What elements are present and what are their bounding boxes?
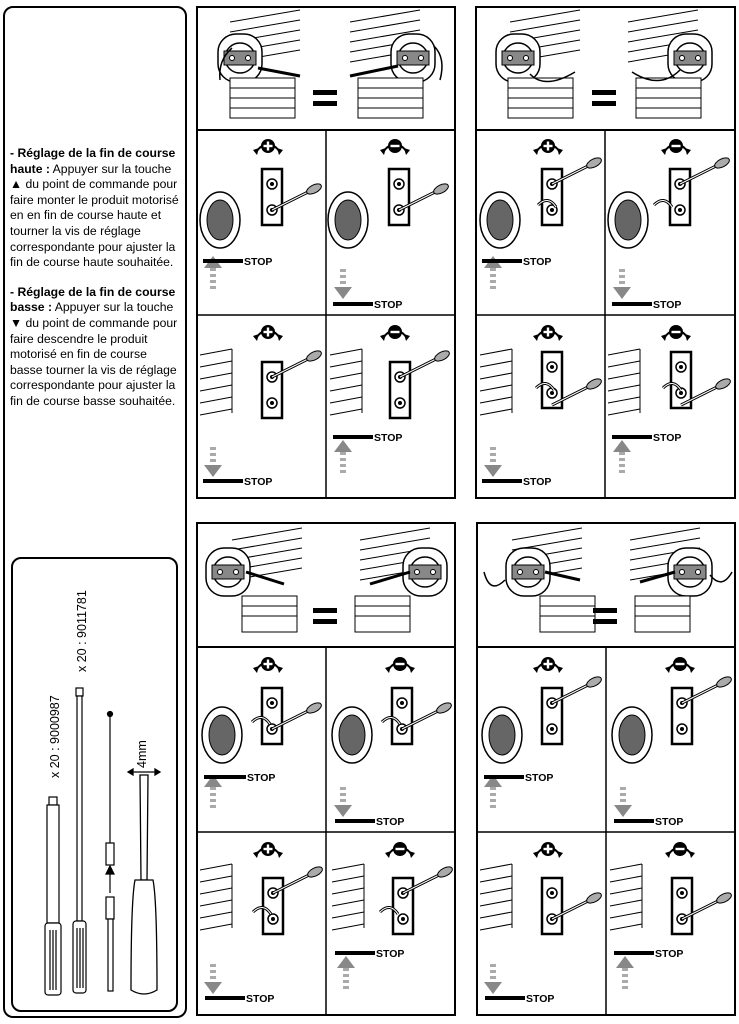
arrow-up-icon <box>613 440 631 473</box>
plus-rotate-icon <box>252 324 284 342</box>
stop-label: STOP <box>376 816 404 828</box>
arrow-down-icon <box>484 447 502 477</box>
stop-label: STOP <box>376 948 404 960</box>
upper-limit-title: - Réglage de la fin de course haute : <box>10 146 176 176</box>
plus-rotate-icon <box>532 656 564 674</box>
plus-rotate-icon <box>532 138 564 156</box>
panel-1 <box>196 6 456 499</box>
stop-labels: STOP STOP STOP STOP STOP STOP STOP STOP … <box>244 256 683 1005</box>
instructions: - Réglage de la fin de course haute : Ap… <box>10 146 182 424</box>
arrow-down-icon <box>614 787 632 817</box>
stop-label: STOP <box>653 432 681 444</box>
stop-label: STOP <box>655 948 683 960</box>
stop-label: STOP <box>374 432 402 444</box>
motor-head-icon <box>505 547 551 597</box>
arrow-up-icon <box>334 440 352 473</box>
minus-rotate-icon <box>379 138 411 156</box>
arrow-down-icon <box>204 964 222 994</box>
plus-rotate-icon <box>252 138 284 156</box>
screwdriver-icon <box>126 767 162 995</box>
stop-label: STOP <box>523 476 551 488</box>
plus-rotate-icon <box>252 656 284 674</box>
lower-limit-text-1: Appuyer sur la touche <box>52 300 174 315</box>
minus-rotate-icon <box>660 138 692 156</box>
lower-limit-instruction: - Réglage de la fin de course basse : Ap… <box>10 285 182 410</box>
stop-label: STOP <box>247 772 275 784</box>
motor-head-icon <box>205 547 251 597</box>
plus-rotate-icon <box>532 324 564 342</box>
panel-4 <box>476 522 736 1016</box>
screwdriver-icon <box>44 796 62 996</box>
arrow-down-icon <box>484 964 502 994</box>
upper-limit-text-1: Appuyer sur la touche <box>49 161 172 176</box>
stop-label: STOP <box>244 256 272 268</box>
arrow-up-icon <box>616 956 634 989</box>
up-triangle-symbol: ▲ <box>10 177 23 192</box>
down-triangle-symbol: ▼ <box>10 315 23 330</box>
minus-rotate-icon <box>660 324 692 342</box>
minus-rotate-icon <box>664 841 696 859</box>
stop-label: STOP <box>653 299 681 311</box>
arrow-up-icon <box>204 775 222 808</box>
stop-label: STOP <box>655 816 683 828</box>
screwdriver-icon <box>72 687 87 994</box>
stop-label: STOP <box>374 299 402 311</box>
lower-limit-title: - Réglage de la fin de course basse : <box>10 284 176 315</box>
arrow-up-icon <box>337 956 355 989</box>
minus-rotate-icon <box>384 841 416 859</box>
tools-box <box>11 557 178 1012</box>
stop-label: STOP <box>526 993 554 1005</box>
stop-label: STOP <box>523 256 551 268</box>
side-panel <box>3 6 187 1018</box>
screwdriver-icon <box>105 710 115 992</box>
arrow-down-icon <box>613 269 631 299</box>
panel-3 <box>196 522 456 1016</box>
arrow-down-icon <box>204 447 222 477</box>
minus-rotate-icon <box>664 656 696 674</box>
motor-head-icon <box>495 33 541 83</box>
stop-label: STOP <box>525 772 553 784</box>
minus-rotate-icon <box>379 324 411 342</box>
plus-rotate-icon <box>532 841 564 859</box>
plus-rotate-icon <box>252 841 284 859</box>
arrow-down-icon <box>334 269 352 299</box>
upper-limit-text-2: du point de commande pour faire monter l… <box>10 177 179 270</box>
arrow-down-icon <box>334 787 352 817</box>
stop-label: STOP <box>244 476 272 488</box>
stop-label: STOP <box>246 993 274 1005</box>
upper-limit-instruction: - Réglage de la fin de course haute : Ap… <box>10 146 182 271</box>
lower-limit-text-2: du point de commande pour faire descendr… <box>10 315 178 408</box>
minus-rotate-icon <box>384 656 416 674</box>
motor-head-icon <box>390 33 436 83</box>
panel-2 <box>475 6 736 499</box>
arrow-up-icon <box>484 775 502 808</box>
